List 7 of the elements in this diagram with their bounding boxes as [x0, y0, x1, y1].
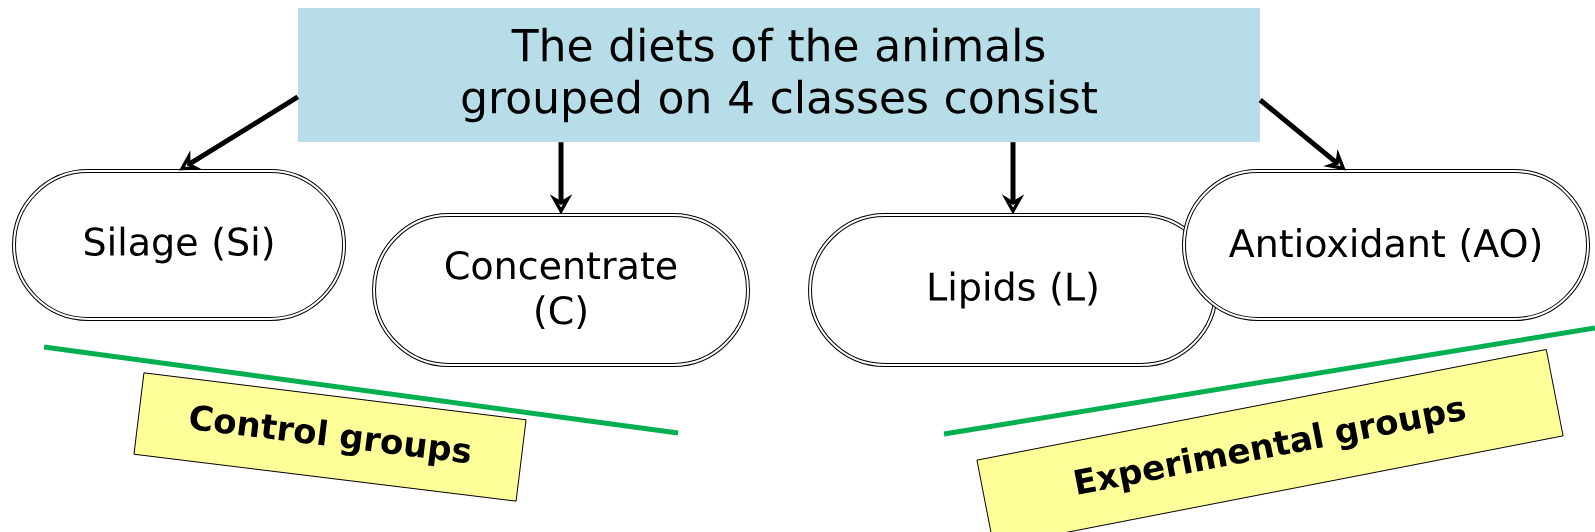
- category-pill: Lipids (L): [808, 213, 1218, 367]
- group-label: Control groups: [133, 372, 527, 502]
- title-box: The diets of the animals grouped on 4 classes consist: [298, 8, 1260, 142]
- category-pill: Concentrate (C): [372, 213, 750, 367]
- category-pill: Silage (Si): [12, 169, 346, 321]
- node-label: Antioxidant (AO): [1229, 228, 1541, 262]
- category-pill: Antioxidant (AO): [1182, 169, 1590, 321]
